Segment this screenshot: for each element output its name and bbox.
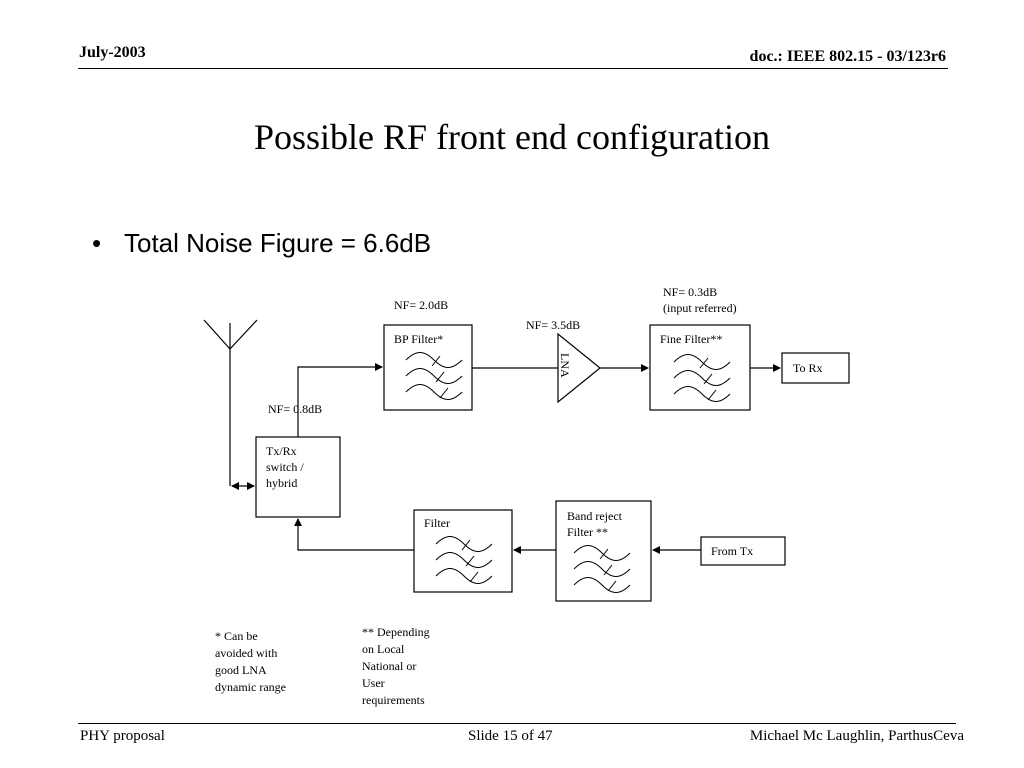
tx-filter-label: Filter [424,516,450,530]
footer-author: Michael Mc Laughlin, ParthusCeva [749,728,964,744]
bp-filter-nf-label: NF= 2.0dB [394,298,448,312]
lna-nf-label: NF= 3.5dB [526,318,580,332]
requirements-footnote: ** Depending on Local National or User r… [362,625,430,707]
lna-label: LNA [558,353,572,378]
fine-filter-nf-label: NF= 0.3dB [663,285,717,299]
switch-nf-label: NF= 0.8dB [268,402,322,416]
band-reject-label-1: Band reject [567,509,623,523]
txrx-label-2: switch / [266,460,304,474]
footer-rule [78,723,956,724]
header-rule [78,68,948,69]
txrx-label-3: hybrid [266,476,297,490]
bullet-item: • Total Noise Figure = 6.6dB [92,228,431,259]
fine-filter-nf-note: (input referred) [663,301,737,315]
txrx-label-1: Tx/Rx [266,444,297,458]
tx-filter-block [413,509,513,593]
footer-slide-number: Slide 15 of 47 [468,728,553,744]
switch-to-bp-link [297,363,383,437]
to-rx-label: To Rx [793,361,823,375]
slide-title: Possible RF front end configuration [254,117,770,157]
to-rx-block [781,352,850,384]
from-tx-block [700,536,786,566]
footer-left: PHY proposal [80,728,165,744]
bullet-text: Total Noise Figure = 6.6dB [124,228,432,258]
lna-footnote: * Can be avoided with good LNA dynamic r… [215,629,286,694]
from-tx-label: From Tx [711,544,753,558]
fine-filter-label: Fine Filter** [660,332,722,346]
band-reject-filter-block [555,500,652,602]
band-reject-label-2: Filter ** [567,525,608,539]
lna-amplifier-icon [557,332,601,404]
bp-filter-label: BP Filter* [394,332,443,346]
header-doc-id: doc.: IEEE 802.15 - 03/123r6 [749,48,946,65]
antenna-icon [203,319,258,486]
bullet-dot: • [92,228,102,258]
txrx-switch-block [255,436,341,518]
filter-to-switch-link [294,518,414,551]
header-date: July-2003 [79,44,146,61]
